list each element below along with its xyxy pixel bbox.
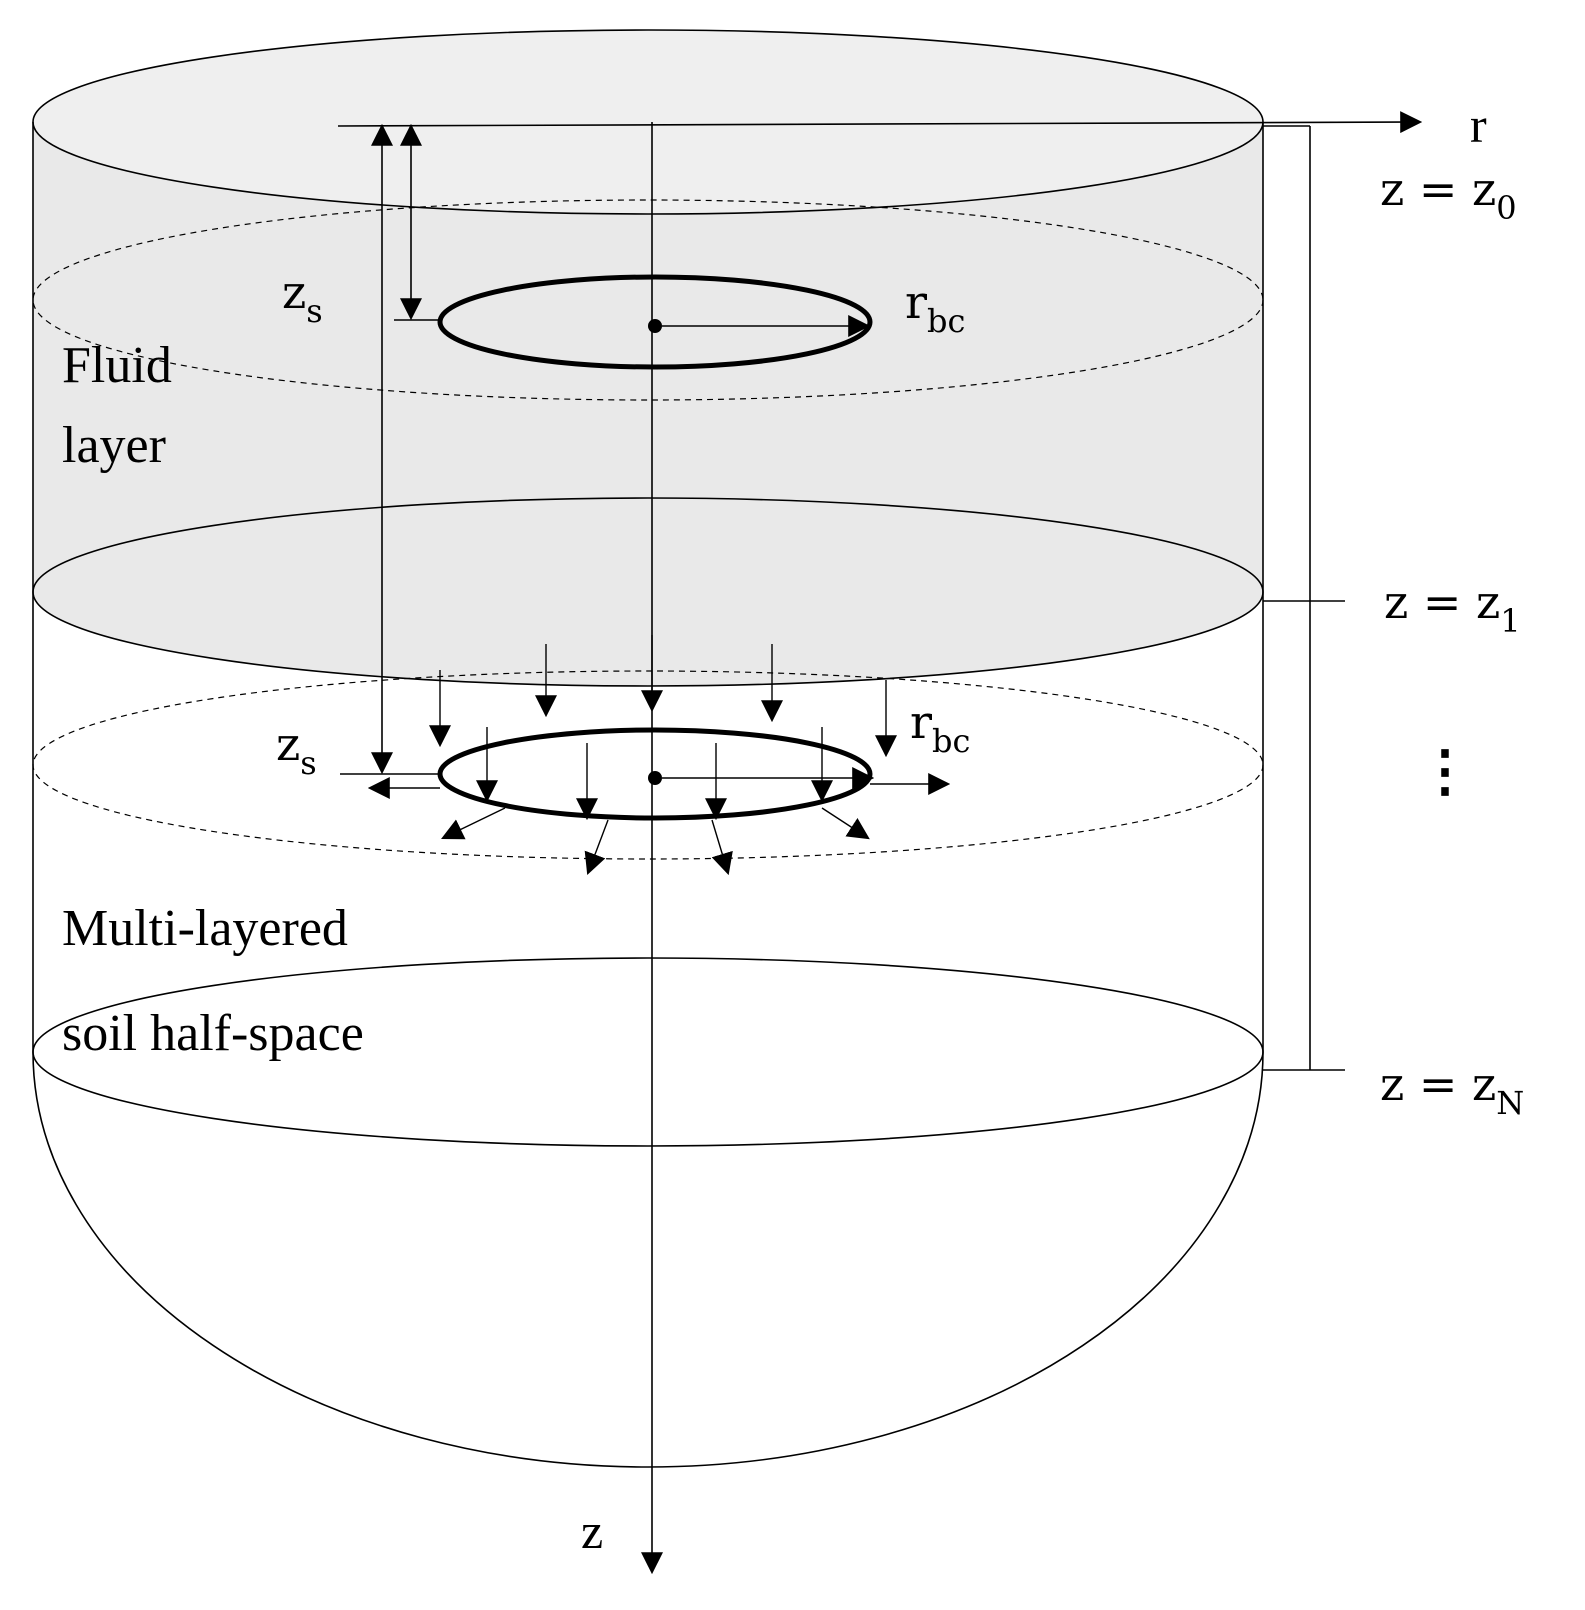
layers-ellipsis: ⋮ <box>1417 738 1473 804</box>
top-surface-ellipse <box>32 29 1264 215</box>
load-arrow <box>441 807 506 840</box>
z0-label: z = z0 <box>1380 162 1517 227</box>
fluid-layer-label-line1: Fluid <box>62 337 172 394</box>
zs-lower-label-sub: s <box>300 744 316 782</box>
rbc-upper-label: rbc <box>905 275 965 340</box>
z1-label: z = z1 <box>1384 575 1521 640</box>
rbc-lower-label: rbc <box>910 695 970 760</box>
zs-upper-label: zs <box>282 265 323 330</box>
z1-label-sub: 1 <box>1500 602 1520 640</box>
rbc-lower-label-main: r <box>910 695 932 749</box>
zs-upper-label-main: z <box>282 265 306 319</box>
z1-label-main: z = z <box>1384 575 1500 629</box>
lower-ring-center-dot <box>648 771 662 785</box>
upper-ring-center-dot <box>648 319 662 333</box>
zN-label-sub: N <box>1496 1084 1524 1122</box>
fluid-layer-label-line2: layer <box>62 417 166 474</box>
r-axis-label: r <box>1470 97 1487 153</box>
load-arrow <box>711 819 733 876</box>
zs-lower-label: zs <box>276 717 317 782</box>
r-axis-line <box>337 111 1423 134</box>
z-axis-label: z <box>581 1503 603 1559</box>
rbc-upper-label-main: r <box>905 275 927 329</box>
zs-upper-label-sub: s <box>306 292 322 330</box>
rbc-upper-label-sub: bc <box>927 302 965 340</box>
load-arrow <box>584 819 609 876</box>
z0-label-main: z = z <box>1380 162 1496 216</box>
z0-label-sub: 0 <box>1496 189 1516 227</box>
soil-label-line2: soil half-space <box>62 1005 364 1062</box>
interface-z1-ellipse <box>32 497 1264 687</box>
ring-load-arrows <box>367 635 951 876</box>
load-arrow <box>821 807 870 840</box>
half-space-dome <box>32 1051 1264 1468</box>
upper-source-plane-ellipse <box>32 199 1264 401</box>
zN-label-main: z = z <box>1380 1057 1496 1111</box>
zs-lower-label-main: z <box>276 717 300 771</box>
lower-source-plane-ellipse <box>32 670 1264 860</box>
soil-label-line1: Multi-layered <box>62 900 348 957</box>
zN-label: z = zN <box>1380 1057 1524 1122</box>
rbc-lower-label-sub: bc <box>932 722 970 760</box>
